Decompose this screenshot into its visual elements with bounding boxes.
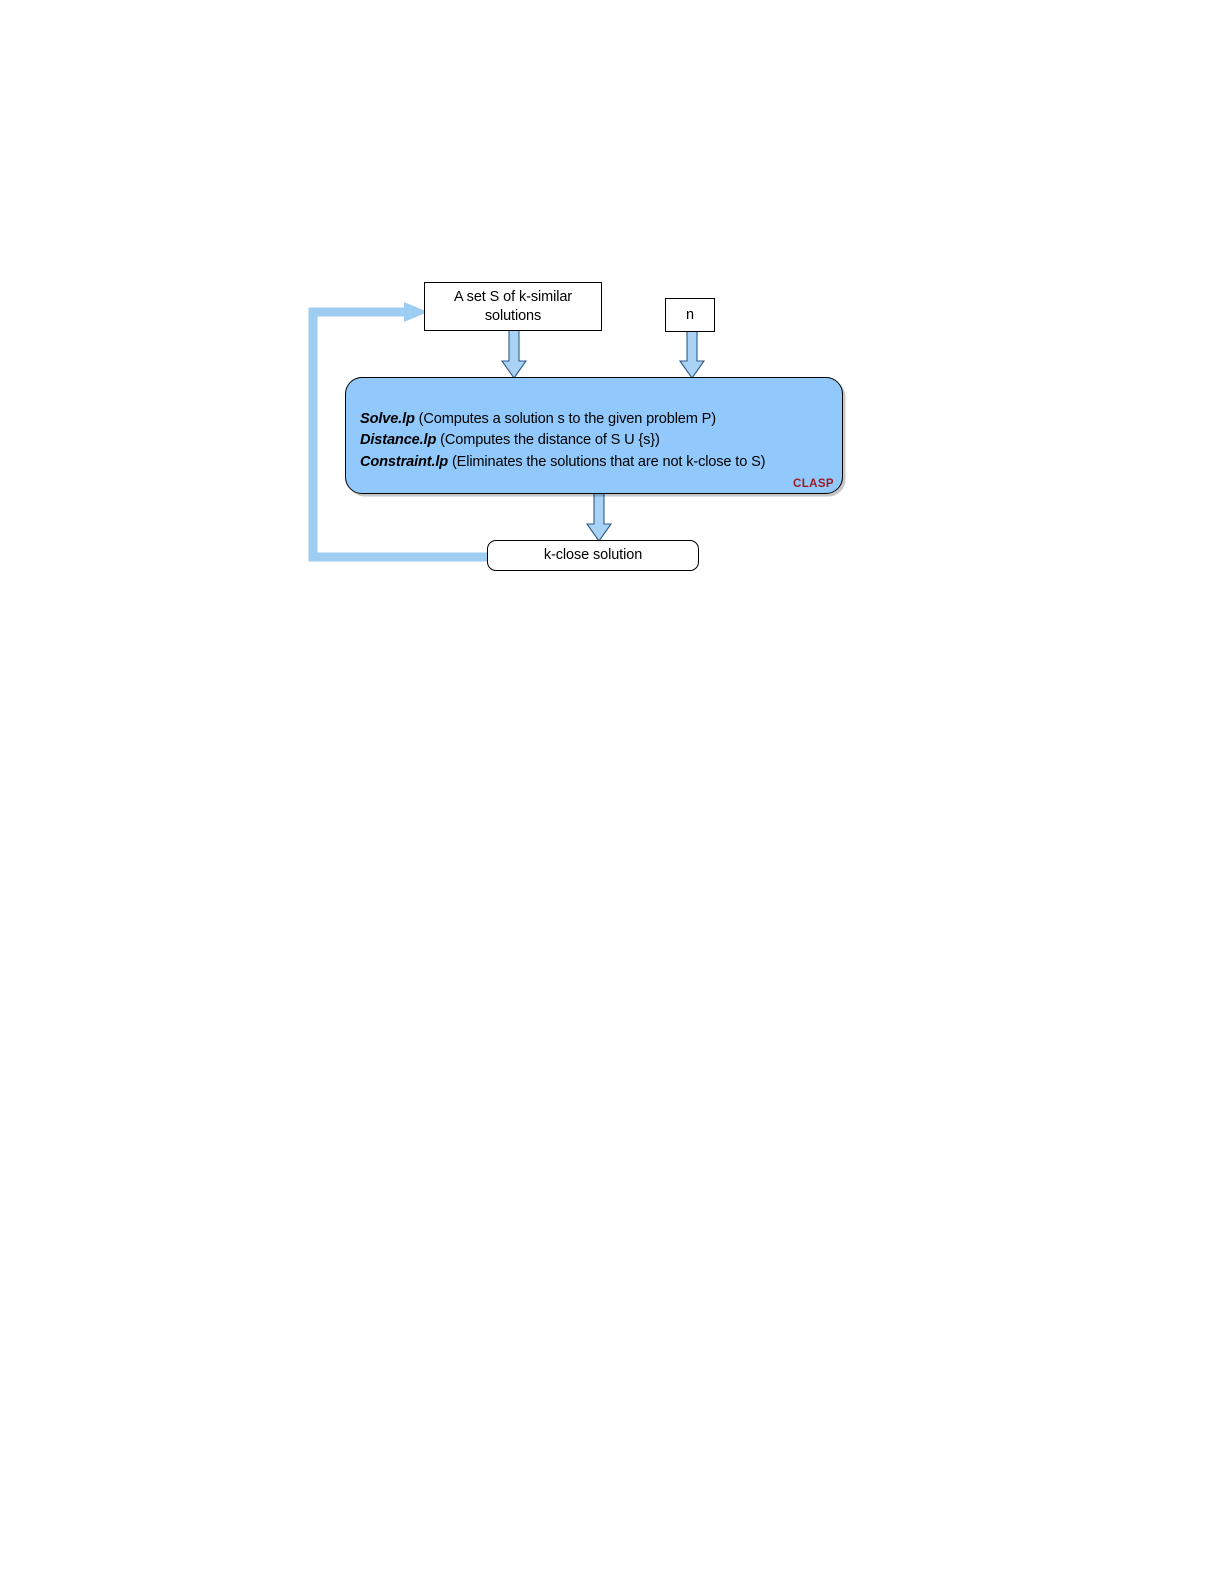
node-k-close-label: k-close solution (543, 547, 643, 564)
clasp-rule-solve-description: (Computes a solution s to the given prob… (414, 411, 716, 427)
edge-k-close-to-set-s (300, 300, 510, 575)
node-set-s-line1: A set S of k-similar (453, 288, 573, 305)
node-set-s-label: A set S of k-similar solutions (454, 288, 572, 325)
node-n-label: n (686, 306, 694, 323)
clasp-rule-distance: Distance.lp (Computes the distance of S … (360, 430, 832, 451)
node-set-s-line2: solutions (484, 307, 542, 324)
clasp-rule-distance-name: Distance.lp (360, 432, 437, 449)
node-n[interactable]: n (665, 298, 715, 332)
clasp-rule-constraint-name: Constraint.lp (360, 453, 449, 470)
clasp-rule-constraint-description: (Eliminates the solutions that are not k… (448, 453, 766, 470)
node-set-of-k-similar-solutions[interactable]: A set S of k-similar solutions (424, 282, 602, 331)
clasp-wordmark: CLASP (793, 478, 834, 490)
edge-n-to-solver-arrow (678, 331, 706, 380)
clasp-rule-distance-description: (Computes the distance of S U {s}) (436, 432, 660, 449)
clasp-rule-solve-name: Solve.lp (360, 411, 415, 427)
clasp-rule-constraint: Constraint.lp (Eliminates the solutions … (360, 452, 832, 473)
node-k-close-solution[interactable]: k-close solution (487, 540, 699, 571)
clasp-rule-solve: Solve.lp (Computes a solution s to the g… (360, 409, 832, 430)
clasp-rule-list: Solve.lp (Computes a solution s to the g… (360, 409, 832, 473)
edge-solver-to-k-close-arrow (585, 493, 613, 543)
node-clasp-solver-block[interactable]: Solve.lp (Computes a solution s to the g… (345, 377, 843, 494)
edge-set-s-to-solver-arrow (500, 330, 528, 380)
